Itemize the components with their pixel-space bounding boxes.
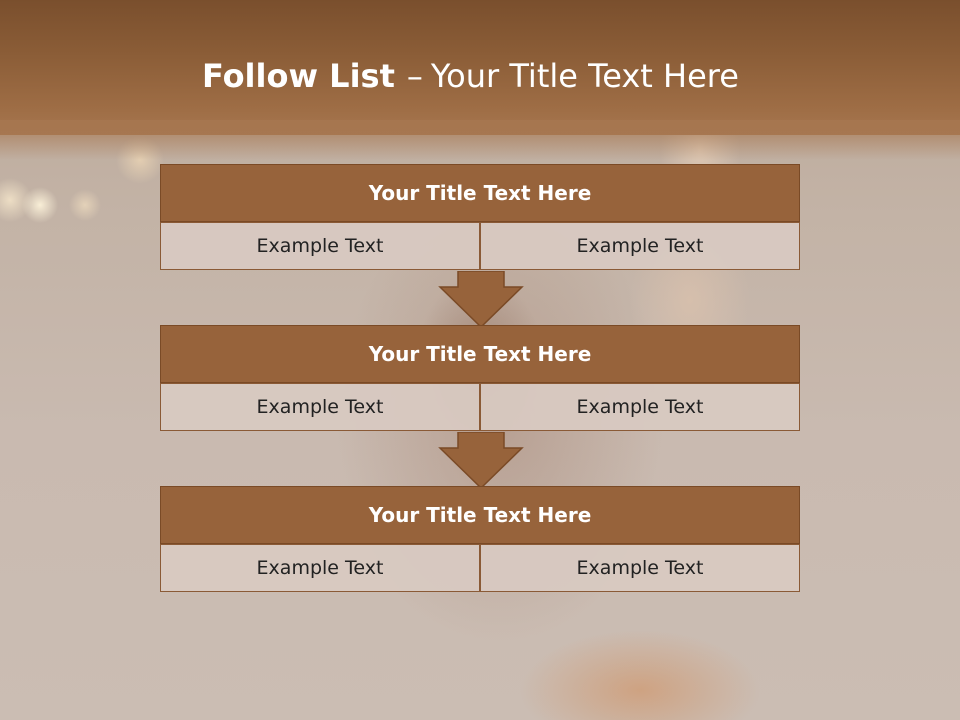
block-cell-right: Example Text bbox=[480, 544, 800, 592]
down-arrow-icon bbox=[438, 432, 524, 488]
block-cell-left: Example Text bbox=[160, 544, 480, 592]
page-title: Follow List–Your Title Text Here bbox=[202, 54, 739, 98]
block-row: Example Text Example Text bbox=[160, 383, 800, 431]
block-row: Example Text Example Text bbox=[160, 544, 800, 592]
block-cell-right: Example Text bbox=[480, 222, 800, 270]
block-row: Example Text Example Text bbox=[160, 222, 800, 270]
down-arrow-icon bbox=[438, 271, 524, 327]
page-title-rest: Your Title Text Here bbox=[430, 57, 739, 95]
list-block-1: Your Title Text Here Example Text Exampl… bbox=[160, 164, 800, 272]
block-cell-left: Example Text bbox=[160, 383, 480, 431]
header-fade bbox=[0, 120, 960, 160]
page-title-bold: Follow List bbox=[202, 57, 395, 95]
header-band bbox=[0, 0, 960, 135]
page-title-separator: – bbox=[406, 57, 423, 95]
block-cell-right: Example Text bbox=[480, 383, 800, 431]
list-block-2: Your Title Text Here Example Text Exampl… bbox=[160, 325, 800, 433]
block-cell-left: Example Text bbox=[160, 222, 480, 270]
list-block-3: Your Title Text Here Example Text Exampl… bbox=[160, 486, 800, 594]
block-title: Your Title Text Here bbox=[160, 486, 800, 544]
block-title: Your Title Text Here bbox=[160, 325, 800, 383]
block-title: Your Title Text Here bbox=[160, 164, 800, 222]
